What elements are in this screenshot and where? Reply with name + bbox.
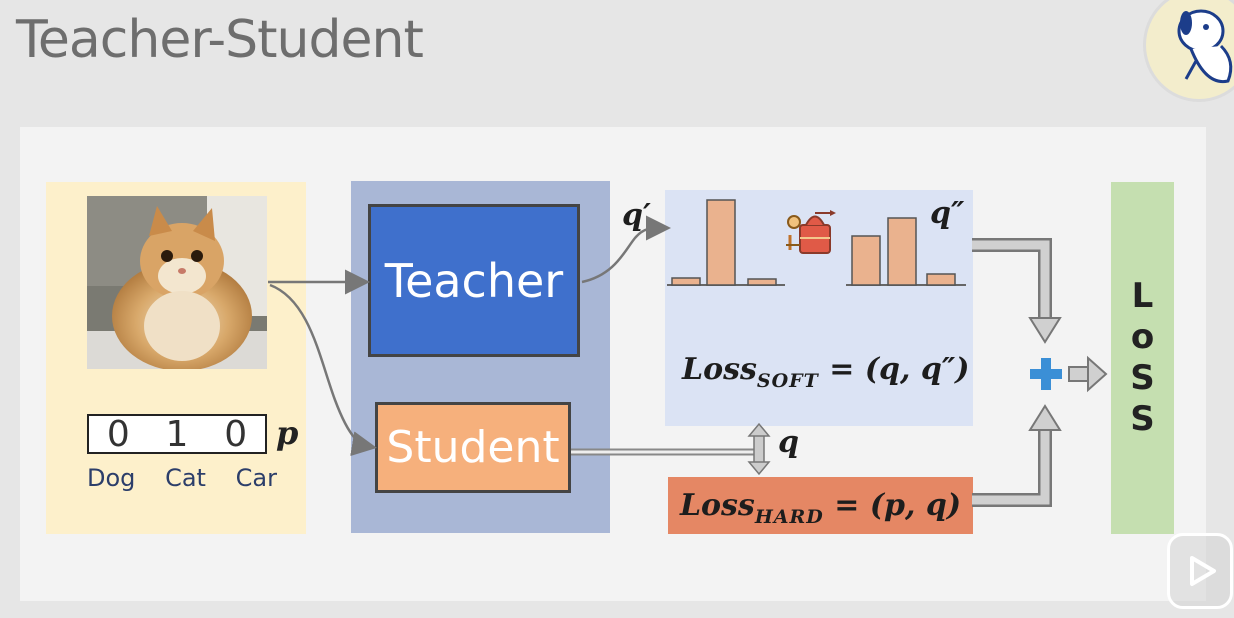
bar bbox=[706, 199, 736, 286]
double-arrow-q bbox=[747, 422, 771, 476]
cat-photo bbox=[87, 196, 267, 369]
total-loss-letter: L bbox=[1131, 276, 1154, 317]
connector-soft-to-plus bbox=[972, 238, 1052, 320]
loss-hard-formula: LossHARD = (p, q) bbox=[679, 488, 962, 528]
slide-title: Teacher-Student bbox=[16, 10, 424, 70]
play-button[interactable] bbox=[1167, 533, 1233, 609]
softened-distribution-bars bbox=[846, 217, 966, 286]
softened-output-label: q″ bbox=[930, 196, 965, 231]
class-dog: Dog bbox=[87, 464, 136, 492]
loss-hard-expr: = (p, q) bbox=[834, 488, 962, 523]
bar bbox=[747, 278, 777, 286]
loss-soft-formula: LossSOFT = (q, q″) bbox=[682, 352, 970, 392]
student-model: Student bbox=[375, 402, 571, 493]
bar bbox=[671, 277, 701, 286]
loss-hard-subscript: HARD bbox=[754, 506, 824, 528]
label-dog-value: 0 bbox=[106, 413, 130, 455]
loss-hard-name: Loss bbox=[679, 488, 755, 523]
label-car-value: 0 bbox=[224, 413, 248, 455]
hard-loss-box: LossHARD = (p, q) bbox=[668, 477, 973, 534]
loss-soft-expr: = (q, q″) bbox=[829, 352, 970, 387]
distillation-still-icon bbox=[786, 210, 836, 254]
connector-hard-to-plus bbox=[972, 428, 1052, 507]
bar bbox=[926, 273, 956, 286]
total-loss-letter: o bbox=[1130, 317, 1155, 358]
bar bbox=[851, 235, 881, 286]
class-car: Car bbox=[235, 464, 277, 492]
play-icon bbox=[1190, 556, 1216, 586]
avatar bbox=[1143, 0, 1234, 102]
class-cat: Cat bbox=[165, 464, 206, 492]
plus-icon bbox=[1030, 358, 1062, 390]
total-loss-box: L o S S bbox=[1111, 182, 1174, 534]
teacher-distribution-bars bbox=[667, 199, 785, 286]
arrow-input-student bbox=[269, 283, 377, 457]
arrow-teacher-output bbox=[581, 215, 671, 284]
arrow-right-icon bbox=[1068, 355, 1108, 393]
loss-soft-subscript: SOFT bbox=[756, 370, 819, 392]
bar bbox=[887, 217, 917, 286]
label-symbol-p: p bbox=[276, 414, 299, 452]
student-output-label: q bbox=[778, 425, 799, 460]
total-loss-letter: S bbox=[1130, 398, 1155, 439]
teacher-model: Teacher bbox=[368, 204, 580, 357]
loss-soft-name: Loss bbox=[682, 352, 757, 387]
total-loss-letter: S bbox=[1130, 358, 1155, 398]
label-cat-value: 1 bbox=[165, 413, 189, 455]
label-vector: 0 1 0 bbox=[87, 413, 267, 455]
class-names: Dog Cat Car bbox=[87, 464, 277, 492]
